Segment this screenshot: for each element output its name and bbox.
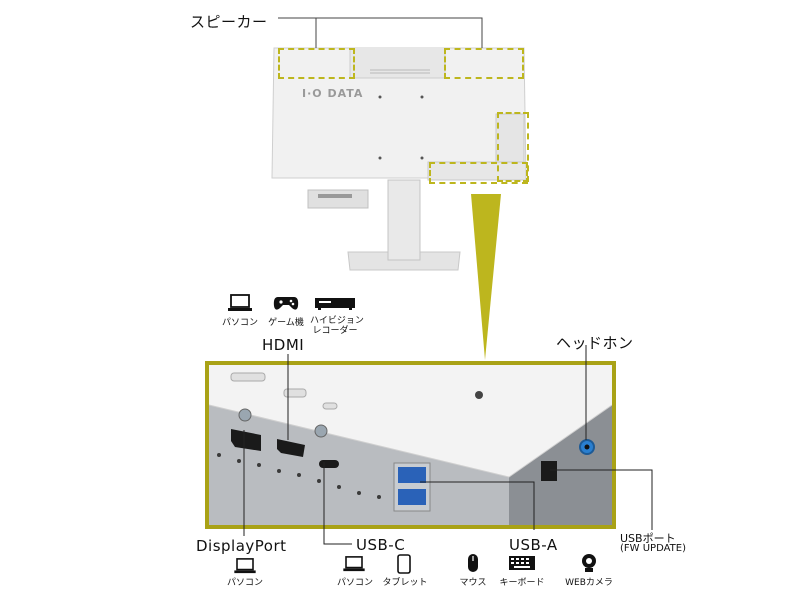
usba-device-mouse-caption: マウス xyxy=(459,578,487,588)
usbc-label: USB-C xyxy=(356,536,406,554)
laptop-icon xyxy=(228,294,252,312)
mouse-icon xyxy=(467,553,479,573)
hdmi-device-game-caption: ゲーム機 xyxy=(268,318,304,328)
monitor-rear-view xyxy=(260,40,560,290)
speaker-right-highlight xyxy=(444,48,524,79)
usba-device-webcam-caption: WEBカメラ xyxy=(565,578,613,588)
usb-port-label-2: (FW UPDATE) xyxy=(620,543,686,554)
keyboard-icon xyxy=(509,556,535,570)
hdmi-device-recorder-caption-1: ハイビジョン xyxy=(310,316,364,326)
hdmi-label: HDMI xyxy=(262,336,305,354)
usb-port-label-1: USBポート xyxy=(620,532,676,545)
hdmi-device-recorder-caption-2: レコーダー xyxy=(312,326,358,336)
usbc-device-tablet-caption: タブレット xyxy=(382,578,428,588)
laptop-icon xyxy=(343,556,365,572)
displayport-device-pc-caption: パソコン xyxy=(226,578,263,588)
hdmi-device-pc-caption: パソコン xyxy=(221,318,258,328)
recorder-icon xyxy=(315,296,355,310)
speaker-left-highlight xyxy=(278,48,355,79)
usba-device-keyboard-caption: キーボード xyxy=(499,578,545,588)
gamepad-icon xyxy=(273,294,299,312)
port-zoom-frame xyxy=(205,361,616,529)
port-area-highlight xyxy=(429,162,528,184)
monitor-brand-logo: I·O DATA xyxy=(302,87,364,100)
speaker-label: スピーカー xyxy=(190,13,268,31)
headphone-label: ヘッドホン xyxy=(556,334,634,352)
tablet-icon xyxy=(397,554,411,574)
webcam-icon xyxy=(580,553,598,573)
usbc-device-pc-caption: パソコン xyxy=(336,578,373,588)
displayport-label: DisplayPort xyxy=(196,537,287,555)
usba-label: USB-A xyxy=(509,536,558,554)
headphone-area-highlight xyxy=(497,112,529,182)
laptop-icon xyxy=(234,558,256,574)
